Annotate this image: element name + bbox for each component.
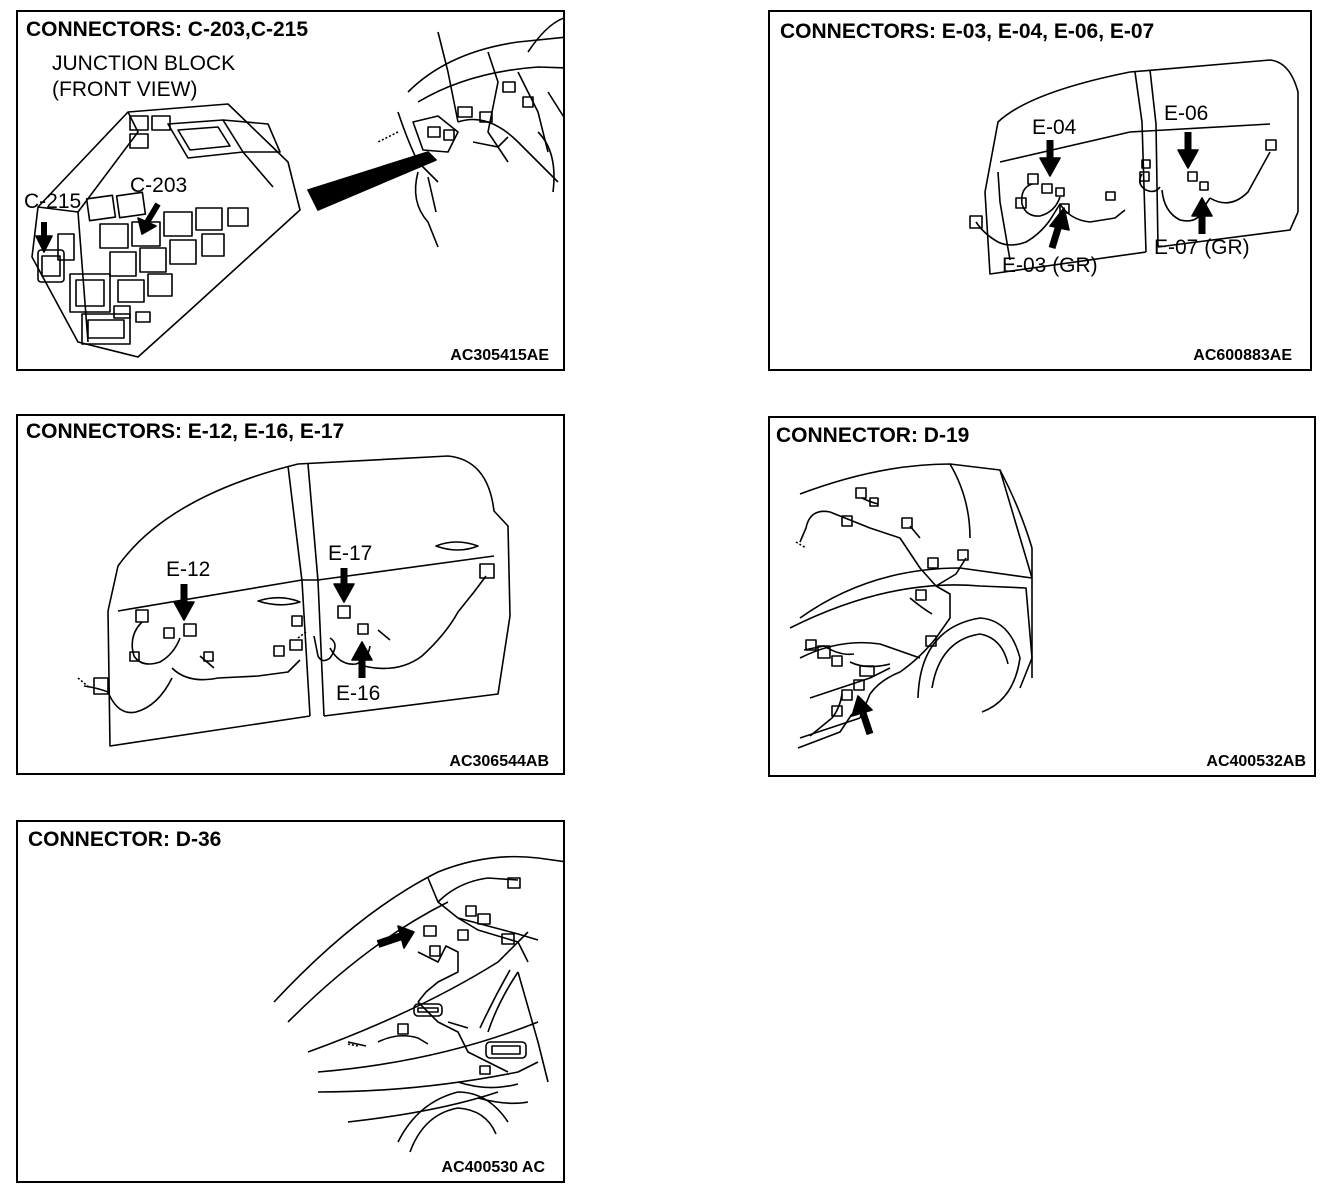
panel-junction-block: CONNECTORS: C-203,C-215 JUNCTION BLOCK (… <box>16 10 565 371</box>
panel-title: CONNECTOR: D-19 <box>776 424 970 447</box>
connector-label-e17: E-17 <box>328 542 373 565</box>
connector-label-e07: E-07 (GR) <box>1154 236 1250 259</box>
panel-connector-d19: CONNECTOR: D-19 AC400532AB <box>768 416 1316 777</box>
connector-label-e16: E-16 <box>336 682 381 705</box>
door-harness-illustration <box>969 59 1299 275</box>
connector-label-e12: E-12 <box>166 558 211 581</box>
figure-code: AC306544AB <box>449 753 549 770</box>
panel-connector-d36: CONNECTOR: D-36 AC400530 AC <box>16 820 565 1183</box>
junction-block-label: JUNCTION BLOCK <box>52 52 236 75</box>
connector-label-e04: E-04 <box>1032 116 1077 139</box>
connector-label-c215: C-215 <box>24 190 82 213</box>
front-view-label: (FRONT VIEW) <box>52 78 198 101</box>
panel-title: CONNECTOR: D-36 <box>28 828 222 851</box>
figure-code: AC600883AE <box>1193 347 1292 364</box>
rear-body-harness-illustration <box>789 463 1033 749</box>
connector-label-e03: E-03 (GR) <box>1002 254 1098 277</box>
panel-title: CONNECTORS: E-03, E-04, E-06, E-07 <box>780 20 1155 43</box>
connector-label-e06: E-06 <box>1164 102 1209 125</box>
junction-block-illustration <box>31 17 563 358</box>
side-door-harness-illustration <box>77 455 511 747</box>
figure-code: AC400532AB <box>1206 753 1306 770</box>
figure-code: AC305415AE <box>450 347 549 364</box>
connector-label-c203: C-203 <box>130 174 188 197</box>
panel-side-door-connectors: CONNECTORS: E-12, E-16, E-17 E-12 E-17 E… <box>16 414 565 775</box>
panel-door-connectors: CONNECTORS: E-03, E-04, E-06, E-07 E-04 … <box>768 10 1312 371</box>
panel-title: CONNECTORS: E-12, E-16, E-17 <box>26 420 345 443</box>
panel-title: CONNECTORS: C-203,C-215 <box>26 18 309 41</box>
figure-code: AC400530 AC <box>441 1159 545 1176</box>
rear-quarter-harness-illustration <box>273 855 563 1153</box>
